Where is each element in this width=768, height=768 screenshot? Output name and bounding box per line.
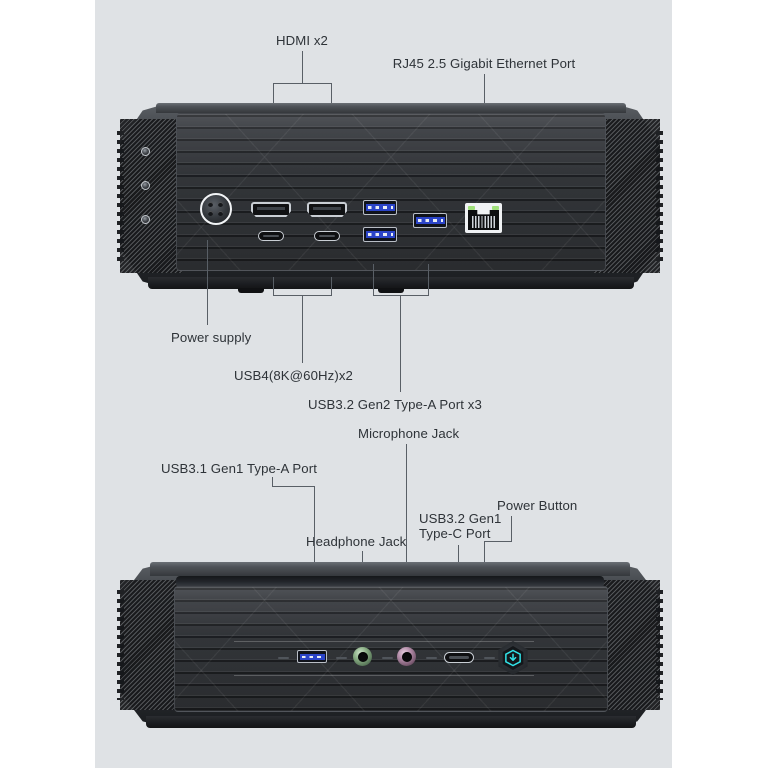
label-microphone: Microphone Jack — [358, 426, 460, 441]
hdmi-port-2[interactable] — [307, 202, 347, 217]
leader-microphone — [406, 444, 407, 659]
front-tick-3 — [382, 657, 393, 659]
leader-usb4-left-drop — [273, 277, 274, 295]
leader-usb32-stem — [400, 295, 401, 392]
front-etch-pattern — [175, 587, 607, 711]
front-right-teeth — [656, 590, 663, 700]
rear-screw-hole-1 — [141, 147, 150, 156]
label-hdmi: HDMI x2 — [276, 33, 328, 48]
label-headphone: Headphone Jack — [306, 534, 407, 549]
microphone-jack-hole — [401, 651, 412, 662]
label-usb31-gen1: USB3.1 Gen1 Type-A Port — [161, 461, 317, 476]
front-usb-a-port[interactable] — [297, 650, 327, 663]
usb-a-port-bottom[interactable] — [363, 227, 397, 242]
rj45-led-right — [492, 205, 499, 210]
leader-hdmi-stem — [302, 51, 303, 83]
dc-pin-3 — [208, 211, 213, 216]
headphone-jack-hole — [357, 651, 368, 662]
front-top-lip — [150, 562, 630, 576]
power-button-inner-hex — [502, 646, 524, 670]
dc-pin-2 — [218, 202, 223, 207]
rear-left-teeth — [117, 131, 124, 261]
leader-usb4-stem — [302, 295, 303, 363]
leader-usb32-bracket — [373, 295, 429, 296]
device-front — [117, 562, 663, 728]
front-usb-a-tongue — [299, 653, 325, 660]
power-button[interactable] — [498, 641, 528, 675]
dc-power-jack[interactable] — [200, 193, 232, 225]
rear-bottom-lip — [148, 277, 634, 289]
rear-foot-mid — [378, 288, 404, 293]
dc-pin-1 — [208, 202, 213, 207]
rear-vent-slats — [177, 114, 605, 270]
front-left-teeth — [117, 590, 124, 700]
label-power-supply: Power supply — [171, 330, 252, 345]
front-usb-c-port[interactable] — [444, 652, 474, 663]
leader-usb32-left-drop — [373, 264, 374, 295]
usb-a-top-tongue — [365, 204, 395, 211]
leader-power-supply — [207, 240, 208, 325]
label-ethernet: RJ45 2.5 Gigabit Ethernet Port — [392, 56, 576, 71]
device-rear — [117, 103, 663, 293]
front-hairline-top — [234, 641, 534, 642]
front-right-mesh — [598, 580, 663, 710]
front-hairline-bottom — [234, 675, 534, 676]
front-vent-slats — [175, 587, 607, 711]
usb-a-bottom-tongue — [365, 231, 395, 238]
front-io-panel — [174, 586, 608, 712]
usb4-type-c-port-2[interactable] — [314, 231, 340, 241]
leader-power-button-elbow — [484, 541, 512, 542]
rj45-led-left — [468, 205, 475, 210]
label-usb4: USB4(8K@60Hz)x2 — [234, 368, 353, 383]
rear-screw-hole-2 — [141, 181, 150, 190]
leader-usb4-right-drop — [331, 277, 332, 295]
rj45-contacts — [472, 216, 495, 228]
front-tick-4 — [426, 657, 437, 659]
leader-usb32-right-drop — [428, 264, 429, 295]
rear-foot-left — [238, 288, 264, 293]
rear-io-panel — [176, 113, 606, 271]
headphone-jack[interactable] — [353, 647, 372, 666]
label-power-button: Power Button — [497, 498, 578, 513]
leader-usb31-stub — [272, 477, 273, 486]
label-usb32-gen1-typec-line2: Type-C Port — [419, 526, 491, 541]
label-usb32-gen2: USB3.2 Gen2 Type-A Port x3 — [308, 397, 482, 412]
usb-a-port-top[interactable] — [363, 200, 397, 215]
front-tick-1 — [278, 657, 289, 659]
hdmi-port-1[interactable] — [251, 202, 291, 217]
leader-hdmi-bracket — [273, 83, 332, 84]
rear-left-mesh — [117, 119, 182, 273]
rear-etch-pattern — [177, 114, 605, 270]
front-left-mesh — [117, 580, 180, 710]
front-tick-5 — [484, 657, 495, 659]
front-tick-2 — [336, 657, 347, 659]
rear-right-teeth — [656, 131, 663, 261]
front-bottom-lip — [146, 716, 636, 728]
dc-pin-4 — [218, 211, 223, 216]
leader-power-button-stub — [511, 516, 512, 541]
usb-a-port-single[interactable] — [413, 213, 447, 228]
rear-screw-hole-3 — [141, 215, 150, 224]
label-usb32-gen1-typec-line1: USB3.2 Gen1 — [419, 511, 502, 526]
front-top-groove — [176, 576, 604, 587]
rj45-ethernet-port[interactable] — [465, 203, 502, 233]
power-icon — [505, 649, 521, 667]
microphone-jack[interactable] — [397, 647, 416, 666]
rear-top-lip — [156, 103, 626, 113]
usb-a-single-tongue — [415, 217, 445, 224]
usb4-type-c-port-1[interactable] — [258, 231, 284, 241]
leader-usb31-elbow — [272, 486, 315, 487]
